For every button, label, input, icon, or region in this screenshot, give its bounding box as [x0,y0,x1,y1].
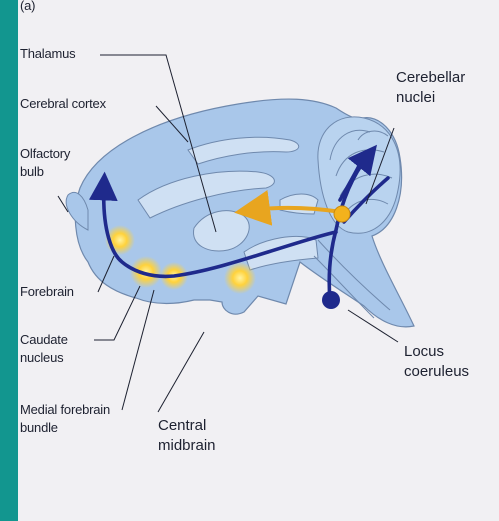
label-nucleus: nucleus [20,350,64,365]
locus-coeruleus-dot [322,291,340,309]
brain-diagram: (a) Thalamus Cerebral cortex Olfactory b… [18,0,499,521]
label-coeruleus: coeruleus [404,363,469,380]
label-olfactory: Olfactory [20,146,71,161]
panel-label: (a) [20,0,35,13]
label-cerebral-cortex: Cerebral cortex [20,96,107,111]
label-central: Central [158,417,206,434]
label-medial-forebrain: Medial forebrain [20,402,110,417]
label-caudate: Caudate [20,332,68,347]
label-midbrain: midbrain [158,437,216,454]
label-bundle: bundle [20,420,58,435]
label-forebrain: Forebrain [20,284,74,299]
label-cerebellar: Cerebellar [396,69,465,86]
label-locus: Locus [404,343,444,360]
label-nuclei: nuclei [396,89,435,106]
label-bulb: bulb [20,164,44,179]
figure-page: (a) Thalamus Cerebral cortex Olfactory b… [18,0,499,521]
label-thalamus: Thalamus [20,46,76,61]
cerebellar-nuclei-dot [334,206,350,222]
